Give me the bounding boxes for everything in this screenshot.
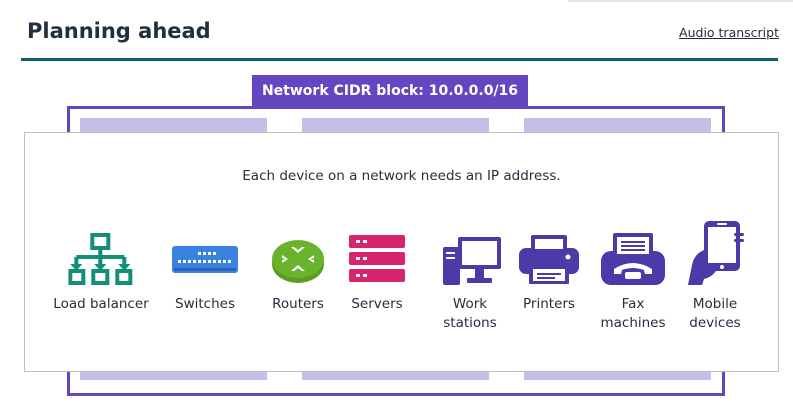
fax-icon bbox=[601, 233, 665, 285]
device-label: Load balancer bbox=[53, 296, 149, 312]
device-servers: Servers bbox=[344, 233, 410, 314]
panel-message: Each device on a network needs an IP add… bbox=[242, 168, 561, 184]
device-work-stations: Work stations bbox=[437, 233, 503, 333]
device-label: Fax machines bbox=[600, 296, 666, 331]
page-title: Planning ahead bbox=[27, 19, 211, 43]
switch-icon bbox=[172, 246, 238, 273]
top-divider bbox=[568, 0, 793, 2]
device-switches: Switches bbox=[172, 233, 238, 314]
device-label: Printers bbox=[523, 296, 575, 312]
subnet-block bbox=[524, 118, 711, 133]
workstation-icon bbox=[443, 237, 501, 285]
device-label: Mobile devices bbox=[689, 296, 741, 331]
audio-transcript-link[interactable]: Audio transcript bbox=[679, 25, 779, 40]
router-icon bbox=[272, 240, 324, 283]
device-label: Work stations bbox=[443, 296, 497, 331]
mobile-device-icon bbox=[688, 221, 744, 285]
subnet-block bbox=[524, 372, 711, 380]
device-load-balancer: Load balancer bbox=[53, 233, 149, 314]
printer-icon bbox=[519, 235, 579, 284]
network-cidr-label: Network CIDR block: 10.0.0.0/16 bbox=[252, 75, 528, 107]
device-label: Switches bbox=[175, 296, 235, 312]
device-mobile-devices: Mobile devices bbox=[682, 221, 748, 333]
load-balancer-icon bbox=[67, 233, 132, 285]
device-info-panel: Each device on a network needs an IP add… bbox=[24, 132, 779, 372]
device-printers: Printers bbox=[516, 233, 582, 314]
device-routers: Routers bbox=[265, 233, 331, 314]
device-label: Servers bbox=[351, 296, 403, 312]
subnet-block bbox=[302, 372, 489, 380]
server-icon bbox=[349, 235, 405, 282]
title-underline bbox=[21, 58, 778, 61]
subnet-block bbox=[80, 118, 267, 133]
subnet-block bbox=[80, 372, 267, 380]
device-fax-machines: Fax machines bbox=[600, 233, 666, 333]
device-label: Routers bbox=[272, 296, 324, 312]
subnet-block bbox=[302, 118, 489, 133]
